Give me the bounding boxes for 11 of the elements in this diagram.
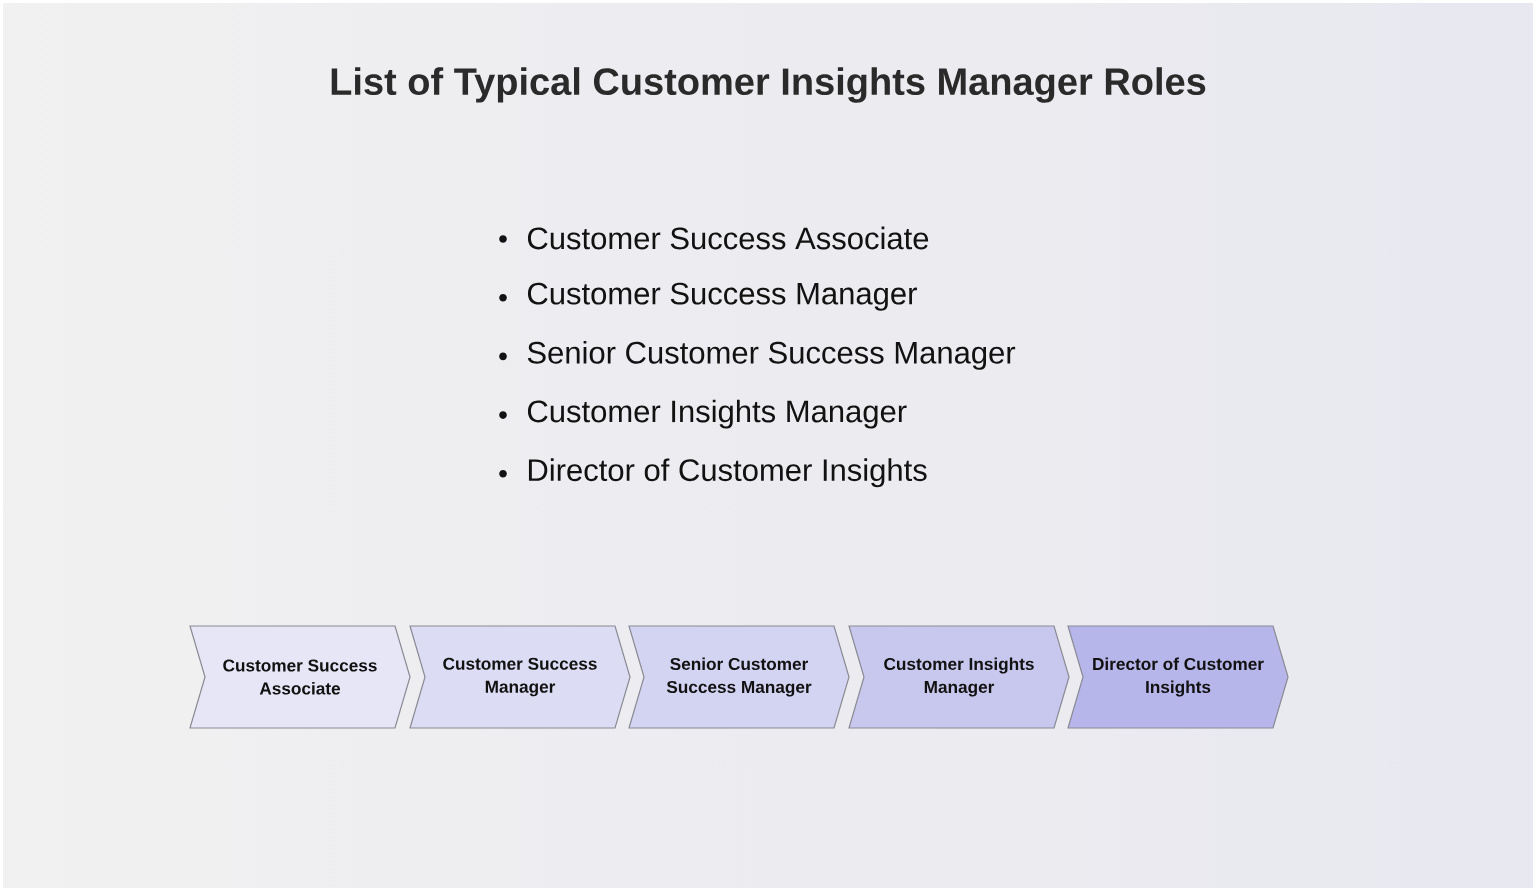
list-item: Customer Insights Manager: [528, 399, 907, 429]
list-item: Director of Customer Insights: [528, 458, 927, 488]
chevron-step: Director of Customer Insights: [1067, 625, 1289, 729]
list-item: Customer Success Associate: [528, 226, 929, 250]
chevron-step: Senior Customer Success Manager: [628, 625, 850, 729]
title: List of Typical Customer Insights Manager Roles: [331, 67, 1206, 103]
list-item: Customer Success Manager: [528, 282, 917, 311]
list-item: Senior Customer Success Manager: [527, 340, 1016, 370]
chevron-step: Customer Success Manager: [409, 625, 631, 729]
chevron-step: Customer Insights Manager: [848, 625, 1070, 729]
chevron-step: Customer Success Associate: [189, 625, 411, 729]
